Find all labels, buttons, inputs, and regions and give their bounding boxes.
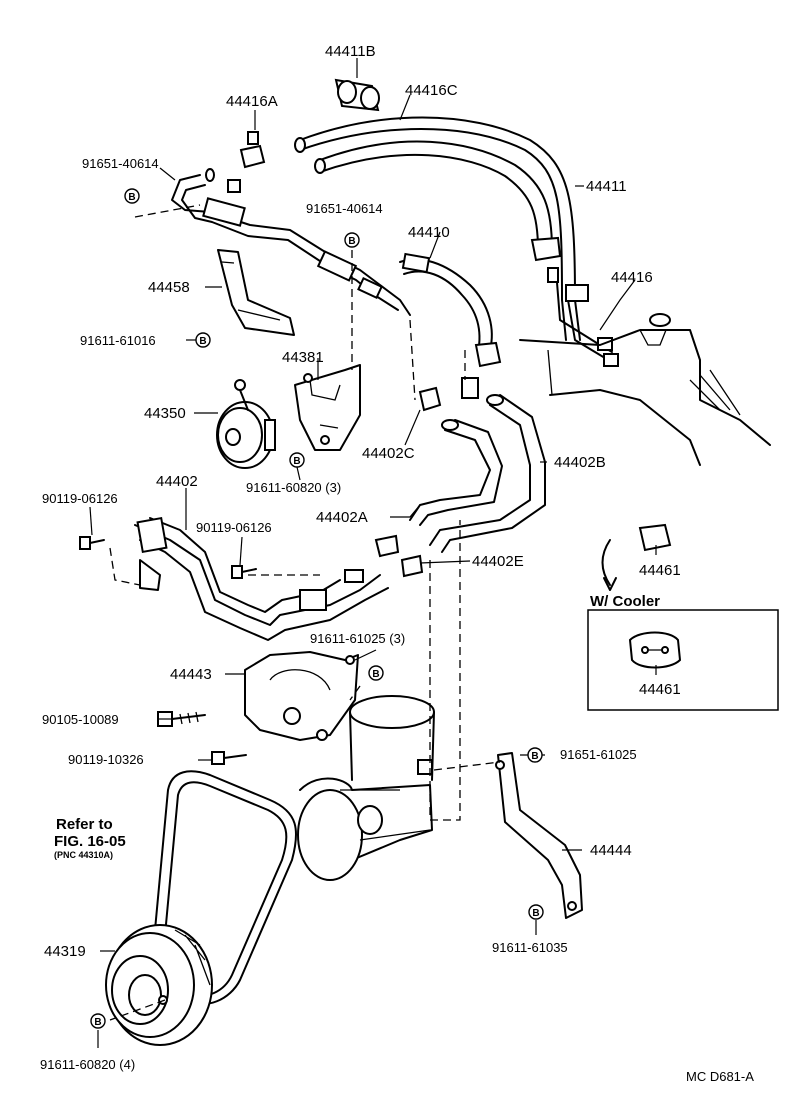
svg-text:B: B [532, 908, 539, 919]
label-90119-10326: 90119-10326 [68, 752, 144, 767]
label-91611-61025-3: 91611-61025 (3) [310, 631, 405, 646]
svg-text:B: B [372, 669, 379, 680]
bolts-drawing [79, 536, 257, 765]
svg-text:B: B [293, 456, 300, 467]
part-44411-hose-drawing [294, 116, 581, 341]
label-44444: 44444 [590, 842, 632, 859]
footer-diagram-code: MC D681-A [686, 1069, 754, 1084]
part-44381-bracket-drawing [294, 364, 361, 451]
label-44416A: 44416A [226, 93, 278, 110]
label-44411: 44411 [586, 178, 627, 195]
b-marker-91611-60820-4: B [90, 1013, 106, 1029]
label-44402B: 44402B [554, 454, 606, 471]
svg-text:B: B [128, 192, 135, 203]
svg-text:B: B [531, 751, 538, 762]
part-44461-drawing [587, 523, 779, 711]
part-44458-bracket-drawing [217, 249, 295, 336]
label-fig-reference: FIG. 16-05 [54, 833, 126, 850]
part-44319-pulley-drawing [105, 924, 213, 1046]
part-44402-hoses-drawing [374, 377, 546, 578]
label-44458: 44458 [148, 279, 190, 296]
dashed-alignment-lines [109, 204, 501, 1021]
b-marker-91651-40614-mid: B [344, 232, 360, 248]
part-44443-bracket-drawing [244, 651, 359, 741]
label-44381: 44381 [282, 349, 324, 366]
part-44416A-clamp-drawing [239, 131, 266, 169]
label-refer-to: Refer to [56, 816, 113, 833]
drive-belt-drawing [154, 770, 298, 1005]
label-90119-06126-mid: 90119-06126 [196, 520, 272, 535]
label-44402C: 44402C [362, 445, 415, 462]
svg-text:B: B [199, 336, 206, 347]
label-44461-cooler: 44461 [639, 681, 681, 698]
label-44350: 44350 [144, 405, 186, 422]
label-44416: 44416 [611, 269, 653, 286]
part-44402-pressure-tube-drawing [134, 516, 389, 641]
label-44402E: 44402E [472, 553, 524, 570]
power-steering-pump-drawing [297, 695, 435, 881]
label-44416C: 44416C [405, 82, 458, 99]
label-91611-61035: 91611-61035 [492, 940, 568, 955]
label-44402A: 44402A [316, 509, 368, 526]
part-44350-pulley-drawing [216, 379, 276, 469]
part-44416-line-drawing [530, 236, 619, 367]
label-44402: 44402 [156, 473, 198, 490]
label-91651-40614-left: 91651-40614 [82, 156, 159, 171]
part-44411B-clamp-drawing [334, 78, 380, 112]
label-91611-61016: 91611-61016 [80, 333, 156, 348]
label-44319: 44319 [44, 943, 86, 960]
b-marker-91651-40614-left: B [124, 188, 140, 204]
part-upper-pressure-tube-drawing [171, 168, 502, 368]
label-44461-top: 44461 [639, 562, 681, 579]
label-91611-60820-4: 91611-60820 (4) [40, 1057, 135, 1072]
label-90119-06126-left: 90119-06126 [42, 491, 118, 506]
b-marker-91611-61035: B [528, 904, 544, 920]
label-44411B: 44411B [325, 43, 376, 60]
label-91651-61025: 91651-61025 [560, 747, 637, 762]
steering-gear-housing-drawing [519, 313, 771, 466]
b-marker-91611-60820-3: B [289, 452, 305, 468]
svg-text:B: B [348, 236, 355, 247]
label-44410: 44410 [408, 224, 450, 241]
label-91611-60820-3: 91611-60820 (3) [246, 480, 341, 495]
leader-lines [89, 58, 657, 1048]
label-44443: 44443 [170, 666, 212, 683]
label-pnc-reference: (PNC 44310A) [54, 850, 113, 860]
label-91651-40614-mid: 91651-40614 [306, 201, 383, 216]
b-marker-91611-61016: B [195, 332, 211, 348]
label-90105-10089: 90105-10089 [42, 712, 119, 727]
svg-text:B: B [94, 1017, 101, 1028]
label-w-cooler: W/ Cooler [590, 593, 660, 610]
b-marker-91651-61025: B [527, 747, 543, 763]
b-marker-91611-61025-3: B [368, 665, 384, 681]
part-44444-bracket-drawing [495, 752, 583, 919]
